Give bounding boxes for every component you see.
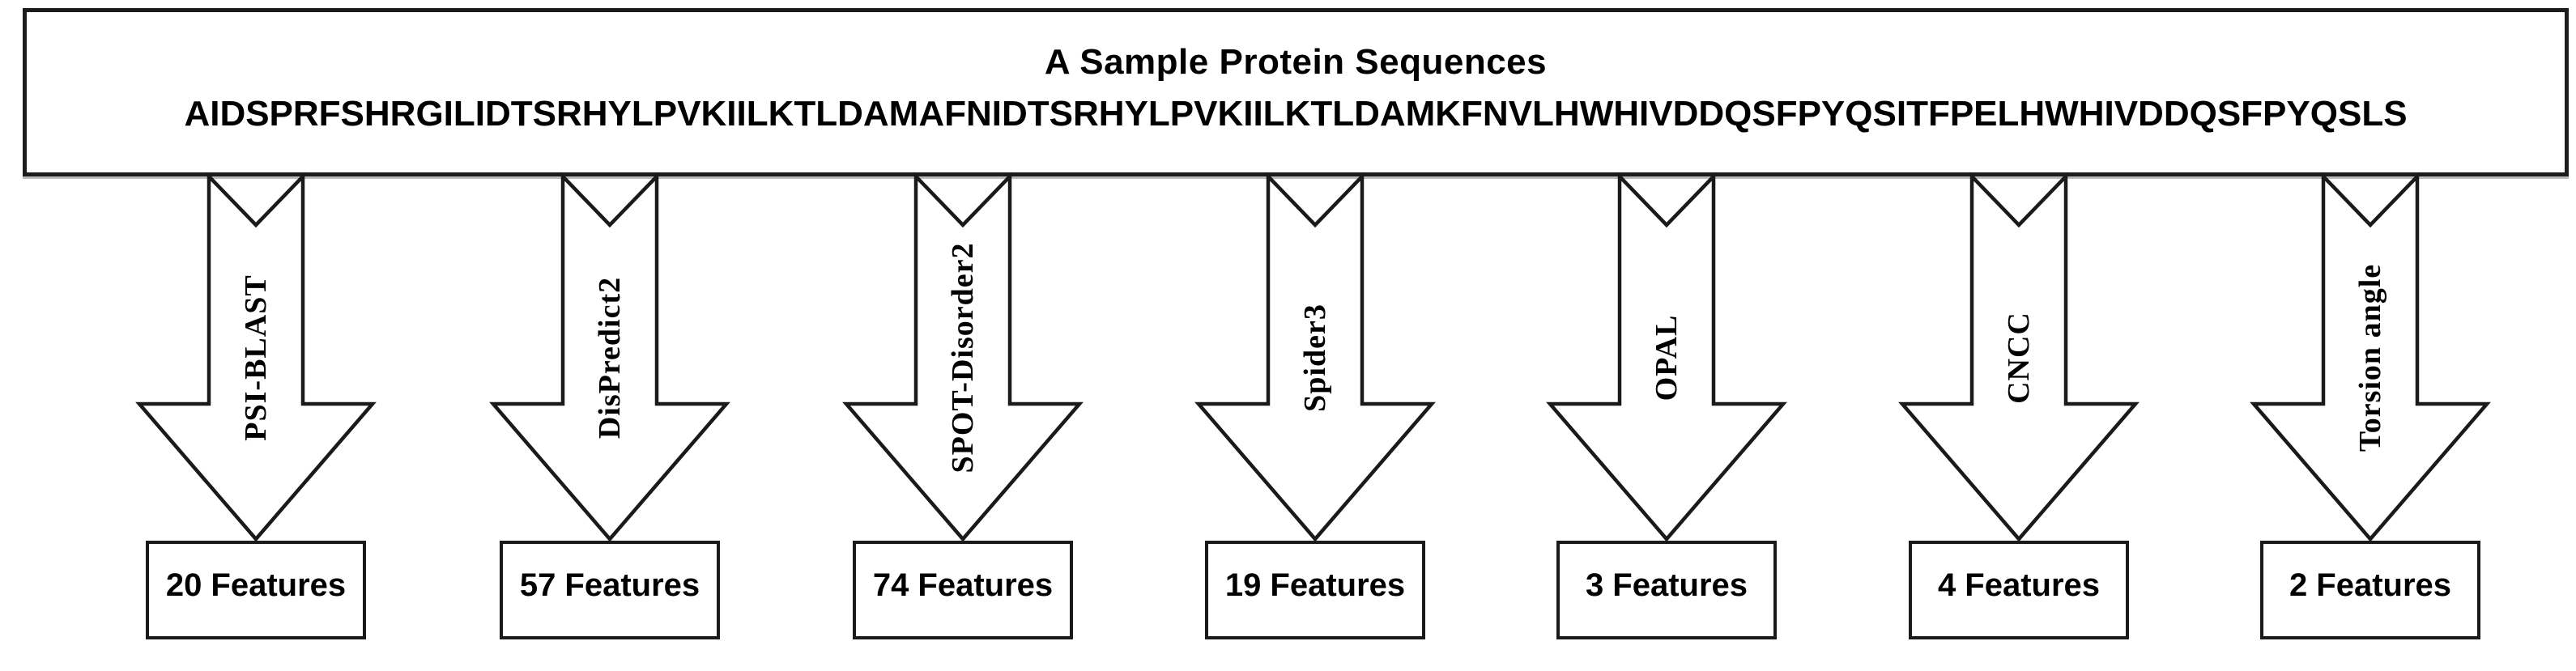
protein-sequence-box: A Sample Protein Sequences AIDSPRFSHRGIL… [23,8,2569,176]
feature-count-label: 19 Features [1224,567,1406,603]
tool-label: CNCC [2002,312,2036,404]
feature-count-box: 4 Features [1909,541,2129,639]
feature-count-box: 19 Features [1205,541,1425,639]
tool-label: DisPredict2 [593,276,627,440]
protein-sequence-text: AIDSPRFSHRGILIDTSRHYLPVKIILKTLDAMAFNIDTS… [184,94,2408,134]
down-arrow-shape: CNCC [1898,172,2140,542]
down-arrow-shape: Spider3 [1194,172,1436,542]
down-arrow-icon [135,172,377,542]
down-arrow-icon [1898,172,2140,542]
down-arrow-icon [1546,172,1787,542]
tool-label: OPAL [1650,314,1684,401]
diagram-title: A Sample Protein Sequences [1044,42,1548,82]
down-arrow-icon [489,172,730,542]
down-arrow-shape: OPAL [1546,172,1787,542]
feature-count-label: 4 Features [1937,567,2101,603]
down-arrow-icon [2250,172,2491,542]
feature-count-label: 74 Features [872,567,1054,603]
tool-label: SPOT-Disorder2 [946,242,980,474]
down-arrow-shape: PSI-BLAST [135,172,377,542]
feature-count-box: 74 Features [853,541,1073,639]
feature-count-box: 20 Features [146,541,366,639]
tool-label: Torsion angle [2353,263,2387,452]
down-arrow-shape: SPOT-Disorder2 [842,172,1084,542]
down-arrow-shape: Torsion angle [2250,172,2491,542]
tool-label: PSI-BLAST [239,274,273,441]
feature-count-label: 57 Features [519,567,700,603]
down-arrow-shape: DisPredict2 [489,172,730,542]
down-arrow-icon [1194,172,1436,542]
feature-count-box: 3 Features [1556,541,1777,639]
down-arrow-icon [842,172,1084,542]
feature-count-box: 57 Features [500,541,720,639]
feature-count-label: 3 Features [1585,567,1748,603]
tool-label: Spider3 [1298,304,1332,412]
feature-count-label: 20 Features [165,567,347,603]
feature-count-box: 2 Features [2260,541,2480,639]
feature-count-label: 2 Features [2289,567,2452,603]
